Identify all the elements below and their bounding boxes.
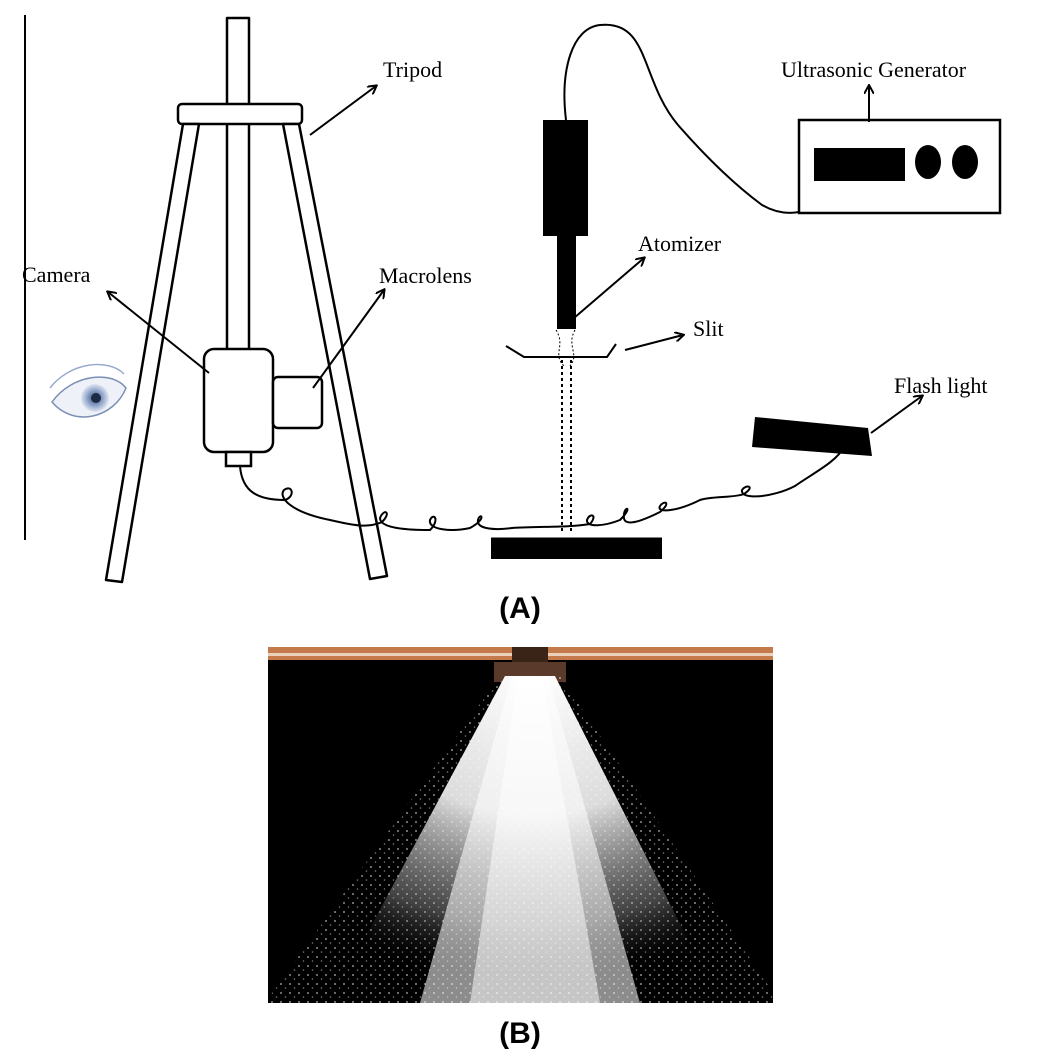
camera <box>202 347 275 468</box>
label-ultrasonic-generator: Ultrasonic Generator <box>781 57 967 82</box>
trigger-cable <box>239 446 845 532</box>
panel-label-b: (B) <box>499 1017 541 1050</box>
label-atomizer: Atomizer <box>638 231 722 256</box>
label-flash-light: Flash light <box>894 373 988 398</box>
base-plate <box>491 537 662 559</box>
slit <box>505 343 617 358</box>
spray-column <box>555 329 576 532</box>
ultrasonic-generator <box>797 118 1002 215</box>
label-macrolens: Macrolens <box>379 263 472 288</box>
label-slit: Slit <box>693 316 724 341</box>
label-camera: Camera <box>22 262 91 287</box>
tripod <box>104 16 389 584</box>
generator-cable <box>563 23 800 214</box>
eye-icon <box>49 363 127 418</box>
macrolens <box>271 375 324 430</box>
flash-light <box>752 417 872 456</box>
label-tripod: Tripod <box>383 57 442 82</box>
panel-label-a: (A) <box>499 592 541 625</box>
atomizer <box>543 120 588 329</box>
spray-photo <box>268 647 773 1003</box>
leader-arrows <box>108 86 922 434</box>
